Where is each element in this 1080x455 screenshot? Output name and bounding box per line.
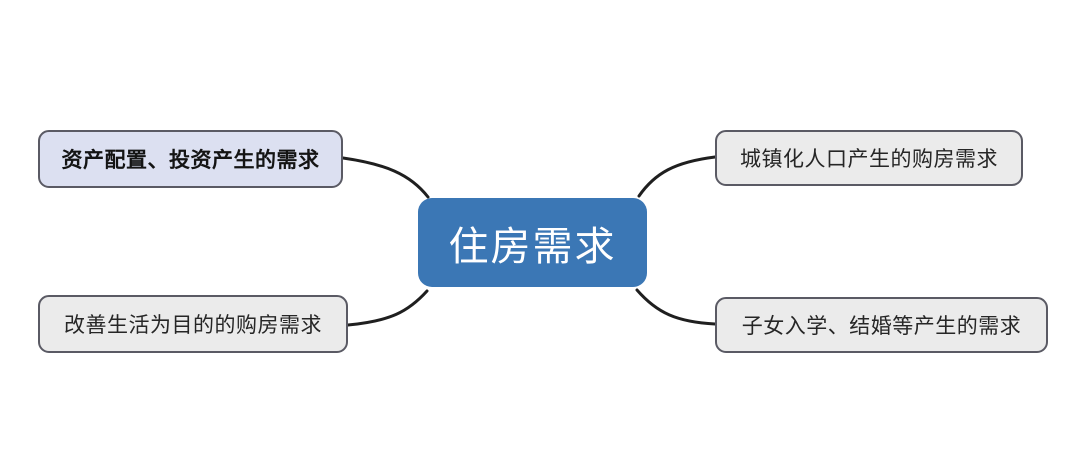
connector-top-right	[637, 155, 717, 198]
connector-bottom-left	[346, 289, 429, 327]
branch-label: 资产配置、投资产生的需求	[61, 149, 320, 172]
branch-node-life-improvement: 改善生活为目的的购房需求	[38, 295, 348, 353]
branch-node-asset-allocation: 资产配置、投资产生的需求	[38, 130, 343, 188]
branch-node-urbanization: 城镇化人口产生的购房需求	[715, 130, 1023, 186]
branch-label: 城镇化人口产生的购房需求	[740, 148, 998, 171]
branch-label: 子女入学、结婚等产生的需求	[741, 315, 1022, 338]
central-topic-label: 住房需求	[448, 224, 617, 269]
branch-node-family-events: 子女入学、结婚等产生的需求	[715, 297, 1048, 353]
branch-label: 改善生活为目的的购房需求	[64, 314, 322, 337]
central-topic-node: 住房需求	[418, 198, 647, 287]
connector-top-left	[341, 156, 430, 199]
connector-bottom-right	[635, 288, 717, 326]
